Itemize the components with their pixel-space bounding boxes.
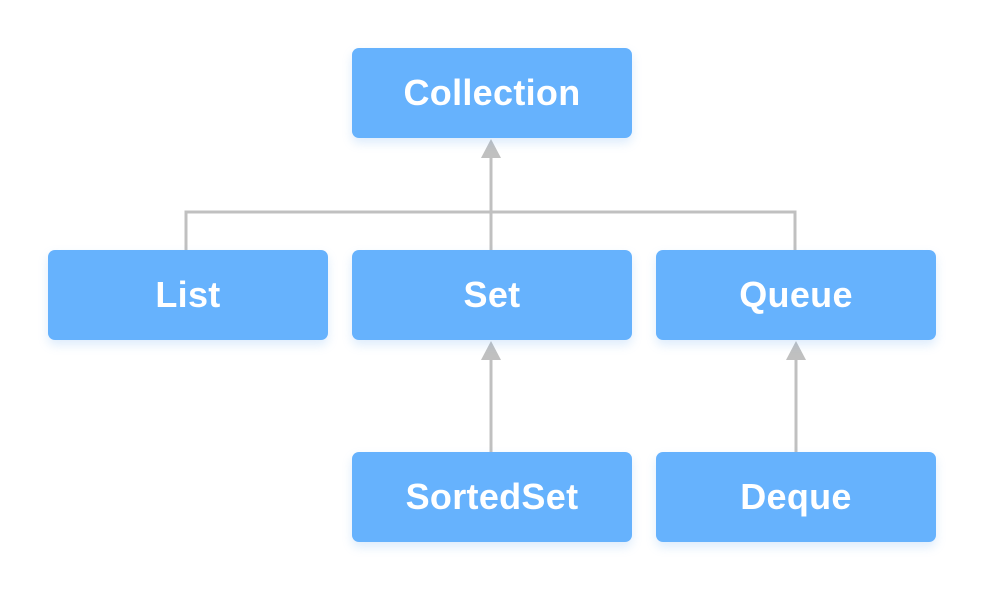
node-sortedset: SortedSet xyxy=(352,452,632,542)
node-collection: Collection xyxy=(352,48,632,138)
node-deque: Deque xyxy=(656,452,936,542)
node-queue: Queue xyxy=(656,250,936,340)
arrowhead-collection xyxy=(481,139,501,158)
node-list: List xyxy=(48,250,328,340)
arrowhead-set xyxy=(481,341,501,360)
inheritance-connector-to-collection xyxy=(184,139,797,250)
inheritance-connector-deque-to-queue xyxy=(786,341,806,452)
node-set-label: Set xyxy=(463,274,521,315)
node-deque-label: Deque xyxy=(740,476,852,517)
node-collection-label: Collection xyxy=(403,72,581,113)
node-sortedset-label: SortedSet xyxy=(405,476,579,517)
inheritance-connector-sortedset-to-set xyxy=(481,341,501,452)
arrowhead-queue xyxy=(786,341,806,360)
node-list-label: List xyxy=(155,274,221,315)
node-set: Set xyxy=(352,250,632,340)
node-queue-label: Queue xyxy=(739,274,853,315)
